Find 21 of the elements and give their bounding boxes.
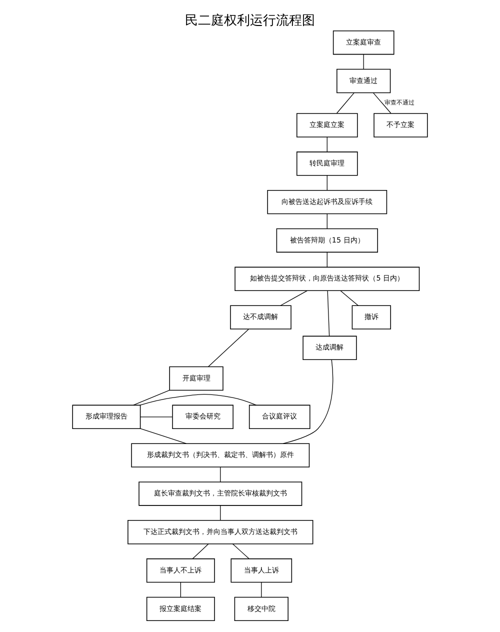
connector [140, 394, 257, 406]
connector [336, 92, 354, 114]
connector [180, 582, 181, 598]
connector [220, 466, 221, 482]
connector [326, 214, 328, 230]
connector [326, 136, 328, 152]
connector [326, 252, 328, 268]
connector [232, 544, 250, 560]
connector [133, 390, 170, 406]
connector [373, 92, 392, 114]
connector [208, 328, 249, 367]
connector [192, 544, 209, 560]
connector [326, 175, 328, 191]
connector [220, 505, 221, 521]
connector [340, 290, 358, 306]
connector [261, 582, 262, 598]
connector [140, 416, 173, 418]
connector [280, 290, 308, 306]
diagram-title: 民二庭权利运行流程图 [185, 13, 315, 28]
connector [327, 290, 330, 336]
connector [363, 54, 364, 70]
